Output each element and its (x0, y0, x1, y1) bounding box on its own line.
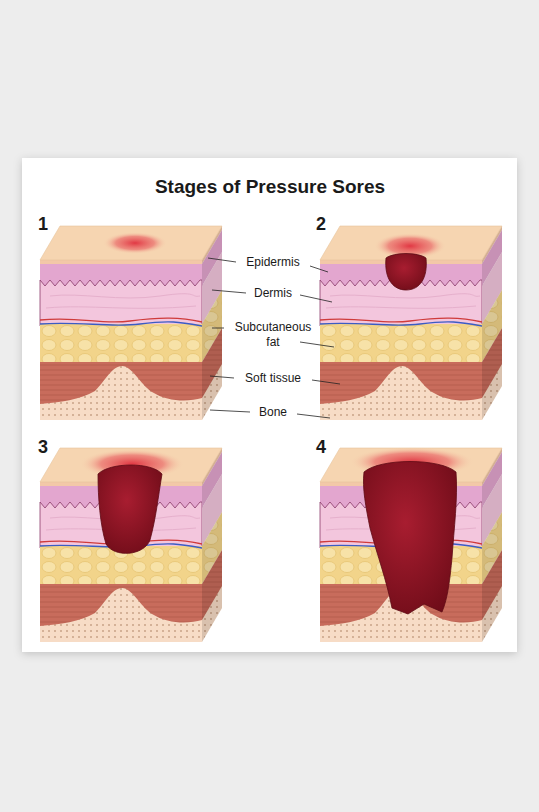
diagram-title: Stages of Pressure Sores (155, 176, 385, 198)
skin-block (40, 448, 222, 642)
layer-label: Subcutaneous fat (229, 320, 317, 350)
stage-3-wound (80, 449, 184, 553)
stage-number: 2 (316, 214, 326, 235)
stage-number: 1 (38, 214, 48, 235)
layer-label: Bone (259, 405, 287, 420)
skin-block (320, 226, 502, 420)
card (22, 158, 517, 652)
leader-lines (208, 258, 340, 418)
stage-4-wound (350, 447, 474, 614)
layer-label: Soft tissue (245, 371, 301, 386)
skin-block (40, 226, 222, 420)
stage-number: 4 (316, 437, 326, 458)
skin-block (320, 448, 502, 642)
stage-2-wound (374, 233, 446, 290)
layer-label: Dermis (254, 286, 292, 301)
stage-number: 3 (38, 437, 48, 458)
layer-label: Epidermis (246, 255, 299, 270)
stage-1-wound (103, 232, 167, 254)
